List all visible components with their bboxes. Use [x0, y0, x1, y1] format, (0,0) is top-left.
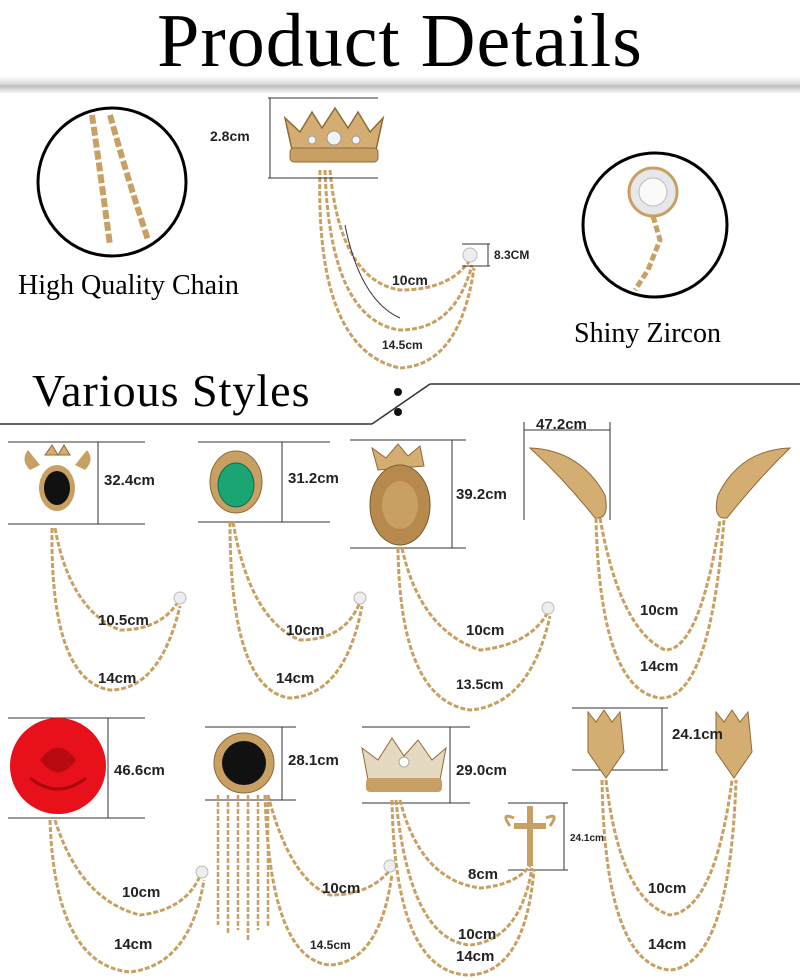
r2-1-height: 46.6cm	[114, 762, 165, 779]
main-chain-short-label: 10cm	[392, 272, 428, 288]
main-stone-label: 8.3CM	[494, 248, 530, 262]
r2-3-chain-top: 8cm	[468, 866, 499, 883]
r1-1-chain-long: 14cm	[98, 670, 137, 687]
rose-brooch	[8, 717, 209, 974]
r2-3-cross-height: 24.1cm	[570, 833, 604, 844]
r1-3-chain-long: 13.5cm	[456, 676, 504, 692]
r1-4-width: 47.2cm	[536, 416, 587, 433]
wings-brooch	[523, 422, 792, 700]
various-styles-heading: Various Styles	[32, 365, 311, 416]
r2-4-chain-short: 10cm	[648, 880, 687, 897]
crown-cross-brooch	[361, 726, 568, 977]
title-underline-bar	[0, 76, 800, 94]
page-title: Product Details	[157, 0, 643, 83]
r2-2-chain-long: 14.5cm	[310, 938, 351, 952]
section-divider	[0, 383, 800, 425]
r2-3-chain-long: 14cm	[456, 948, 495, 965]
main-chain-long-label: 14.5cm	[382, 338, 423, 352]
chain-closeup-circle	[36, 106, 188, 258]
r2-2-height: 28.1cm	[288, 752, 339, 769]
r1-2-chain-long: 14cm	[276, 670, 315, 687]
r2-3-chain-short: 10cm	[458, 926, 497, 943]
r1-2-chain-short: 10cm	[286, 622, 325, 639]
crown-brooch-main	[268, 97, 490, 370]
r1-4-chain-long: 14cm	[640, 658, 679, 675]
r2-2-chain-short: 10cm	[322, 880, 361, 897]
zircon-closeup-circle	[581, 151, 729, 299]
green-gem-brooch	[198, 441, 367, 700]
r1-3-chain-short: 10cm	[466, 622, 505, 639]
r2-1-chain-short: 10cm	[122, 884, 161, 901]
r2-4-chain-long: 14cm	[648, 936, 687, 953]
r1-1-chain-short: 10.5cm	[98, 612, 149, 629]
r1-4-chain-short: 10cm	[640, 602, 679, 619]
chain-quality-label: High Quality Chain	[18, 270, 239, 301]
r1-1-height: 32.4cm	[104, 472, 155, 489]
r2-3-height: 29.0cm	[456, 762, 507, 779]
black-gem-brooch	[8, 441, 187, 692]
lion-brooch	[350, 439, 555, 712]
r1-2-height: 31.2cm	[288, 470, 339, 487]
r2-1-chain-long: 14cm	[114, 936, 153, 953]
r2-4-height: 24.1cm	[672, 726, 723, 743]
r1-3-height: 39.2cm	[456, 486, 507, 503]
tassel-brooch	[205, 726, 397, 967]
main-height-label: 2.8cm	[210, 128, 250, 144]
zircon-label: Shiny Zircon	[574, 318, 721, 349]
wolf-brooch	[572, 707, 753, 972]
